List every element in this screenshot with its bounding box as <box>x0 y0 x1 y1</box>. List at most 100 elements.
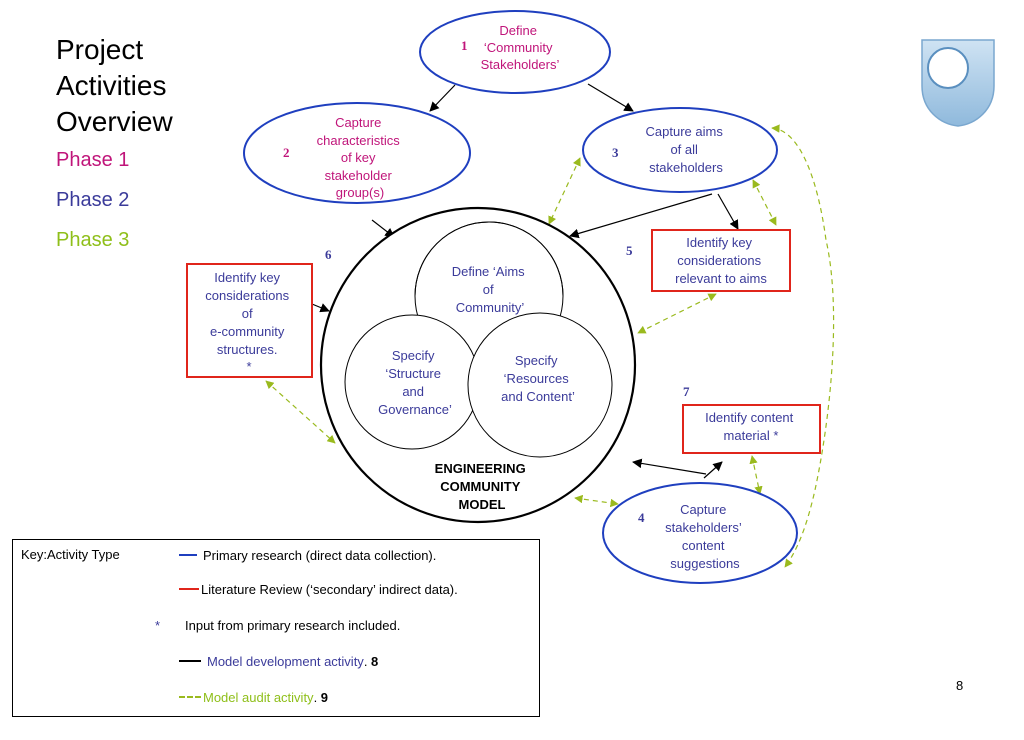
svg-text:Specify ‘Structure: Specify ‘Structure and Governance’ <box>378 348 452 417</box>
svg-text:Capture characteristics: Capture characteristics of key stakehold… <box>317 115 404 200</box>
node-6: 6 Identify key considerations of e-commu… <box>186 247 332 378</box>
node-2-line: group(s) <box>336 185 384 200</box>
svg-text:Define ‘Aims of Co: Define ‘Aims of Community’ <box>452 264 529 315</box>
structure-line: ‘Structure <box>385 366 441 381</box>
node-4-shape <box>602 482 798 584</box>
node-2-line: of key <box>341 150 376 165</box>
aims-line: Define ‘Aims <box>452 264 525 279</box>
svg-text:Identify key considerati: Identify key considerations of e-communi… <box>205 270 292 374</box>
key-row-literature: Literature Review (‘secondary’ indirect … <box>179 580 458 598</box>
structure-circle <box>344 314 480 450</box>
key-row-model-audit: Model audit activity. 9 <box>179 688 328 706</box>
key-box: Key:Activity Type Primary research (dire… <box>12 539 540 717</box>
audit-3-model <box>548 157 581 225</box>
phase-2-label: Phase 2 <box>56 189 130 211</box>
resources-line: and Content’ <box>501 389 575 404</box>
key-input-text: Input from primary research included. <box>185 617 401 633</box>
model-label-line: MODEL <box>459 497 506 512</box>
model-label-line: COMMUNITY <box>440 479 520 494</box>
title-line: Activities <box>56 70 167 101</box>
primary-line-icon <box>179 554 197 556</box>
title-line: Overview <box>56 106 173 137</box>
node-5-line: Identify key <box>686 235 752 250</box>
audit-6-model <box>265 380 336 444</box>
node-6-line: e-community <box>210 324 285 339</box>
node-1: 1 Define ‘Community Stakeholders’ <box>419 10 611 94</box>
audit-3-5 <box>752 179 777 226</box>
audit-line-icon <box>179 696 201 698</box>
svg-text:Capture stakeholders’: Capture stakeholders’ content suggestion… <box>665 502 745 571</box>
node-3-line: of all <box>670 142 698 157</box>
node-1-shape <box>419 10 611 94</box>
literature-line-icon <box>179 588 199 590</box>
key-primary-text: Primary research (direct data collection… <box>203 547 437 563</box>
arrow-3-to-model <box>569 193 713 239</box>
page-number: 8 <box>956 678 964 693</box>
key-row-primary: Primary research (direct data collection… <box>179 546 436 564</box>
structure-line: Specify <box>392 348 435 363</box>
node-6-line: considerations <box>205 288 289 303</box>
node-1-line: Define <box>499 23 537 38</box>
node-3-shape <box>582 107 778 193</box>
key-label: Key:Activity Type <box>21 547 120 562</box>
aims-line: of <box>483 282 494 297</box>
aims-line: Community’ <box>456 300 525 315</box>
node-2-line: stakeholder <box>325 168 393 183</box>
node-7-line: material * <box>724 428 779 443</box>
svg-text:Capture aims of all: Capture aims of all stakeholders <box>646 124 727 175</box>
resources-line: Specify <box>515 353 558 368</box>
key-row-input: * Input from primary research included. <box>155 616 400 634</box>
node-2-line: Capture <box>335 115 381 130</box>
arrow-1-to-2 <box>429 84 456 112</box>
audit-arrows <box>265 124 835 568</box>
arrow-6-to-model <box>311 303 330 313</box>
svg-text:Specify ‘Resources: Specify ‘Resources and Content’ <box>501 353 575 404</box>
development-line-icon <box>179 660 201 662</box>
node-6-number: 6 <box>325 247 332 262</box>
key-model-audit-text: Model audit activity <box>203 689 314 705</box>
audit-3-4-long <box>771 124 835 568</box>
structure-line: Governance’ <box>378 402 452 417</box>
audit-4-model <box>574 494 619 508</box>
node-4-line: Capture <box>680 502 726 517</box>
key-model-dev-number: 8 <box>371 653 379 669</box>
key-literature-text: Literature Review (‘secondary’ indirect … <box>201 581 458 597</box>
node-6-line: Identify key <box>214 270 280 285</box>
node-2-shape <box>243 102 471 204</box>
node-4: 4 Capture stakeholders’ content suggesti… <box>602 482 798 584</box>
aims-arc-top <box>414 221 564 297</box>
development-arrows <box>311 83 739 479</box>
node-1-line: Stakeholders’ <box>481 57 560 72</box>
node-1-line: ‘Community <box>484 40 553 55</box>
svg-text:Define ‘Community: Define ‘Community Stakeholders’ <box>481 23 560 72</box>
phase-1-label: Phase 1 <box>56 149 130 171</box>
node-7-shape <box>682 404 821 454</box>
resources-circle <box>467 312 613 458</box>
node-6-line: structures. <box>217 342 278 357</box>
audit-7-4 <box>749 455 763 495</box>
node-2-number: 2 <box>283 145 290 160</box>
arrow-4-to-model <box>632 458 707 475</box>
key-model-audit-number: 9 <box>320 689 329 705</box>
key-model-dev-text: Model development activity <box>207 653 364 669</box>
node-4-line: stakeholders’ <box>665 520 742 535</box>
node-7-line: Identify content <box>705 410 794 425</box>
title-block: Project Activities Overview Phase 1 Phas… <box>56 32 173 260</box>
phase-3-label: Phase 3 <box>56 229 130 251</box>
node-2-line: characteristics <box>317 133 401 148</box>
node-4-line: suggestions <box>670 556 740 571</box>
svg-text:Identify content materia: Identify content material * <box>705 410 797 443</box>
title-line: Project <box>56 34 144 65</box>
node-4-line: content <box>682 538 725 553</box>
asterisk-icon: * <box>155 617 161 633</box>
node-4-number: 4 <box>638 510 645 525</box>
node-5: 5 Identify key considerations relevant t… <box>626 229 791 292</box>
node-6-line: of <box>242 306 253 321</box>
node-7-number: 7 <box>683 384 690 399</box>
node-5-number: 5 <box>626 243 633 258</box>
node-3-number: 3 <box>612 145 619 160</box>
model-label-line: ENGINEERING <box>435 461 526 476</box>
resources-line: ‘Resources <box>504 371 570 386</box>
arrow-4-to-7 <box>703 461 723 479</box>
svg-text:ENGINEERING COMMUNITY: ENGINEERING COMMUNITY MODEL <box>435 461 530 512</box>
